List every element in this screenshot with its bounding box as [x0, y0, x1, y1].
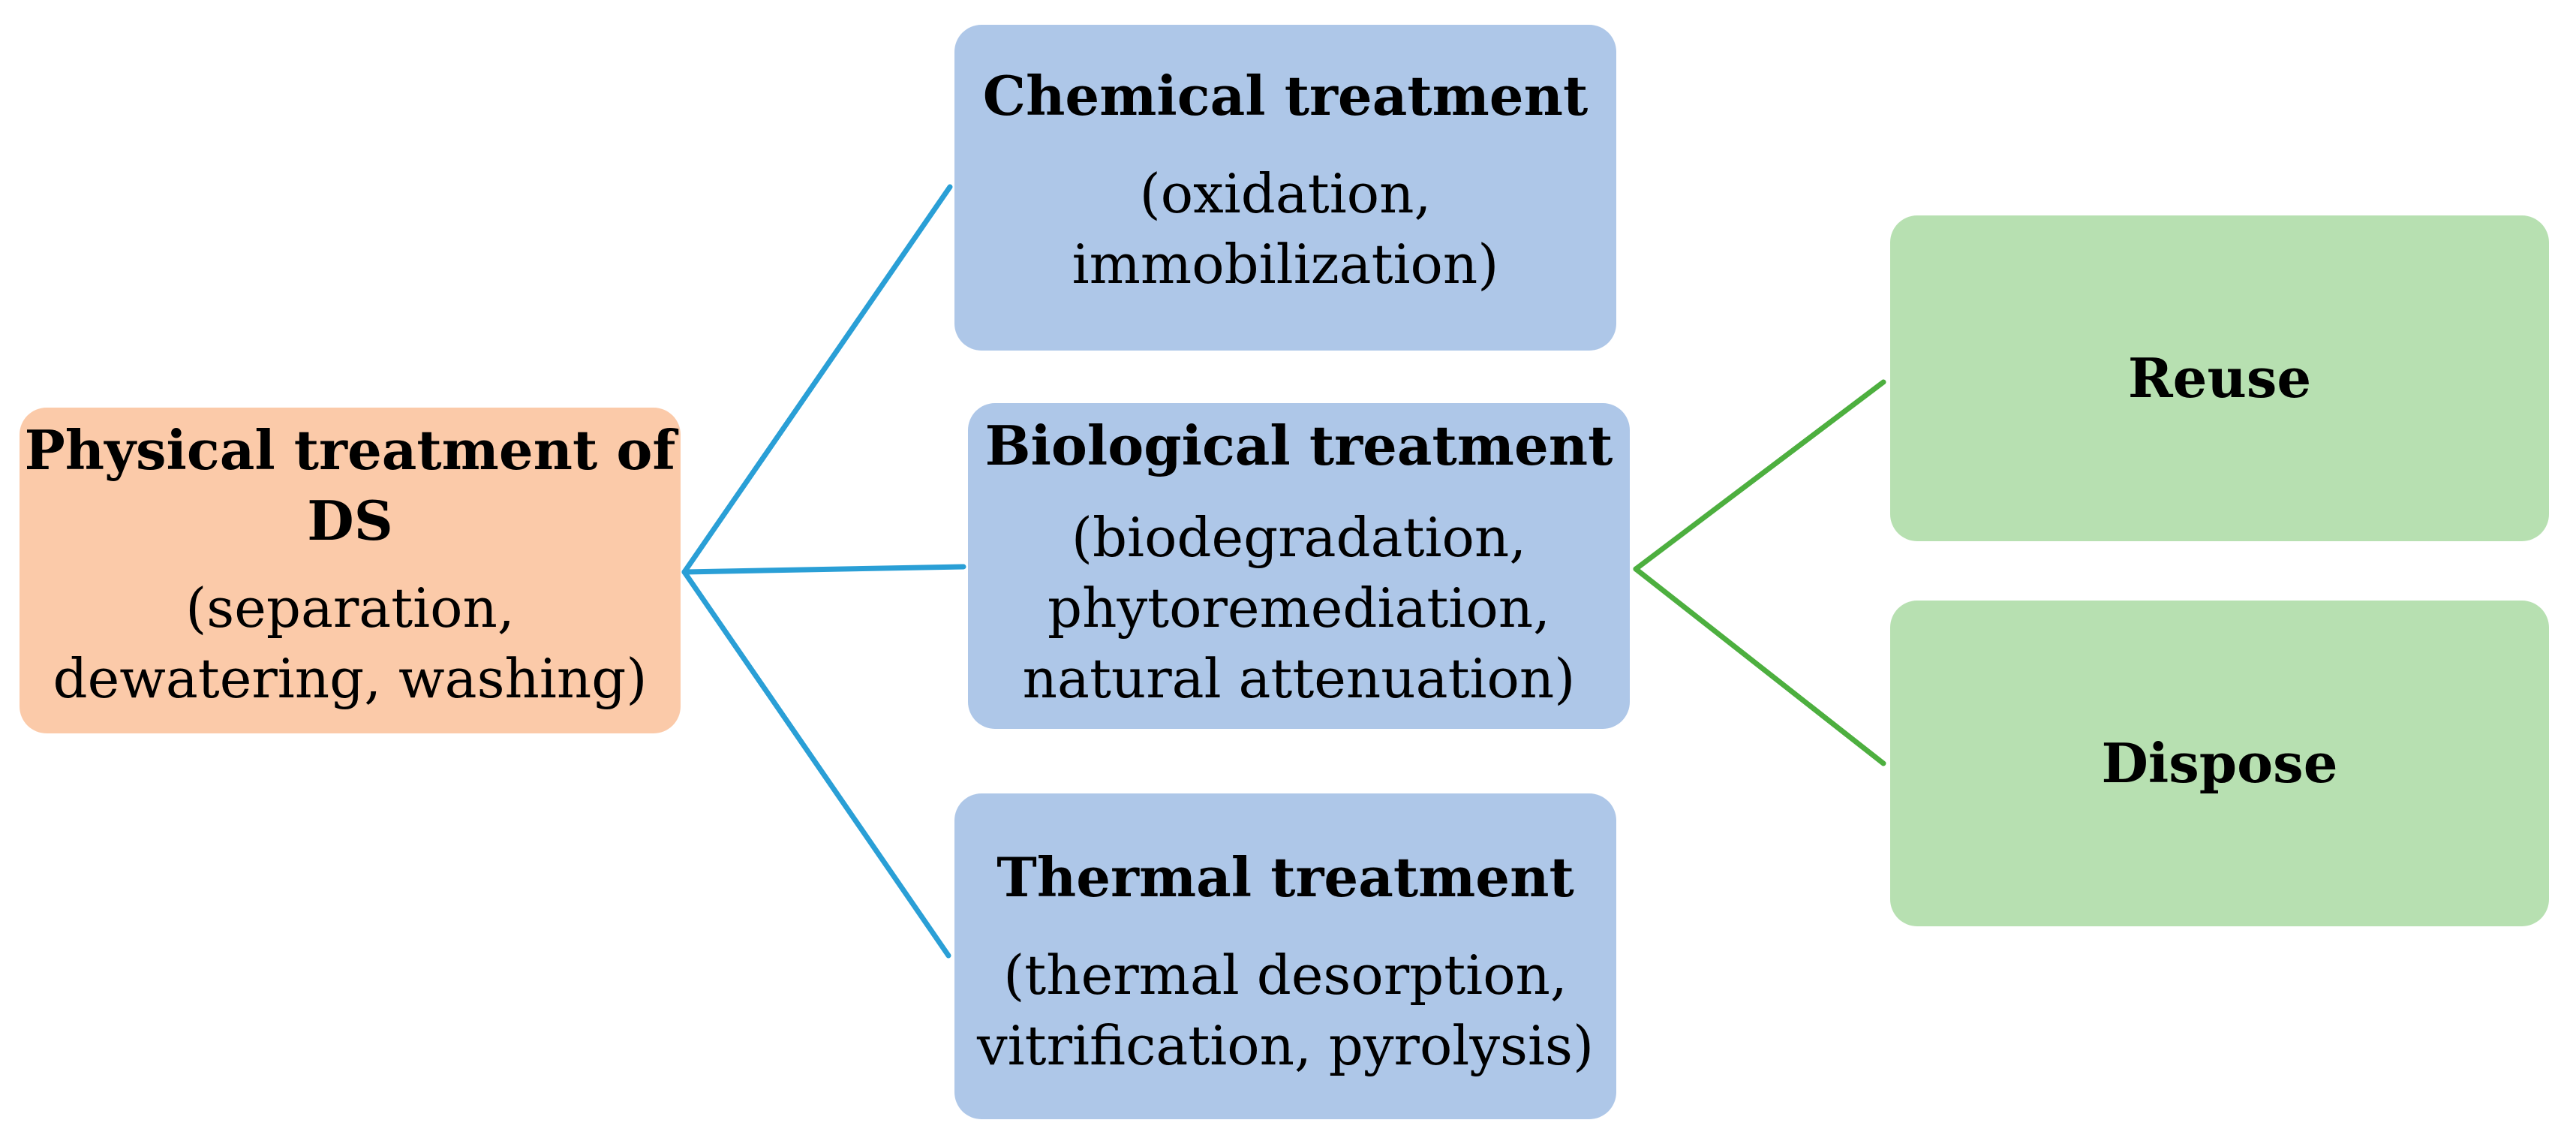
- node-thermal-treatment: Thermal treatment (thermal desorption, v…: [954, 793, 1616, 1119]
- connector-biological-to-dispose: [1633, 566, 1886, 766]
- connector-source-to-biological: [681, 564, 966, 575]
- connector-biological-to-reuse: [1633, 379, 1886, 572]
- node-thermal-treatment-title: Thermal treatment: [996, 845, 1574, 909]
- node-chemical-treatment-description: (oxidation, immobilization): [1072, 162, 1499, 296]
- node-biological-treatment-title: Biological treatment: [984, 414, 1613, 477]
- node-chemical-treatment: Chemical treatment (oxidation, immobiliz…: [954, 25, 1616, 351]
- node-chemical-treatment-title: Chemical treatment: [982, 64, 1589, 128]
- node-physical-treatment: Physical treatment of DS (separation, de…: [20, 408, 681, 733]
- node-dispose: Dispose: [1890, 601, 2549, 926]
- connector-source-to-thermal: [681, 569, 951, 959]
- node-reuse: Reuse: [1890, 215, 2549, 541]
- connector-source-to-chemical: [681, 184, 953, 575]
- node-biological-treatment-description: (biodegradation, phytoremediation, natur…: [1022, 506, 1576, 710]
- node-physical-treatment-description: (separation, dewatering, washing): [53, 577, 648, 710]
- node-dispose-title: Dispose: [2101, 731, 2338, 795]
- node-thermal-treatment-description: (thermal desorption, vitrification, pyro…: [976, 944, 1595, 1077]
- node-reuse-title: Reuse: [2127, 346, 2312, 410]
- node-biological-treatment: Biological treatment (biodegradation, ph…: [968, 403, 1630, 729]
- node-physical-treatment-title: Physical treatment of DS: [24, 418, 676, 552]
